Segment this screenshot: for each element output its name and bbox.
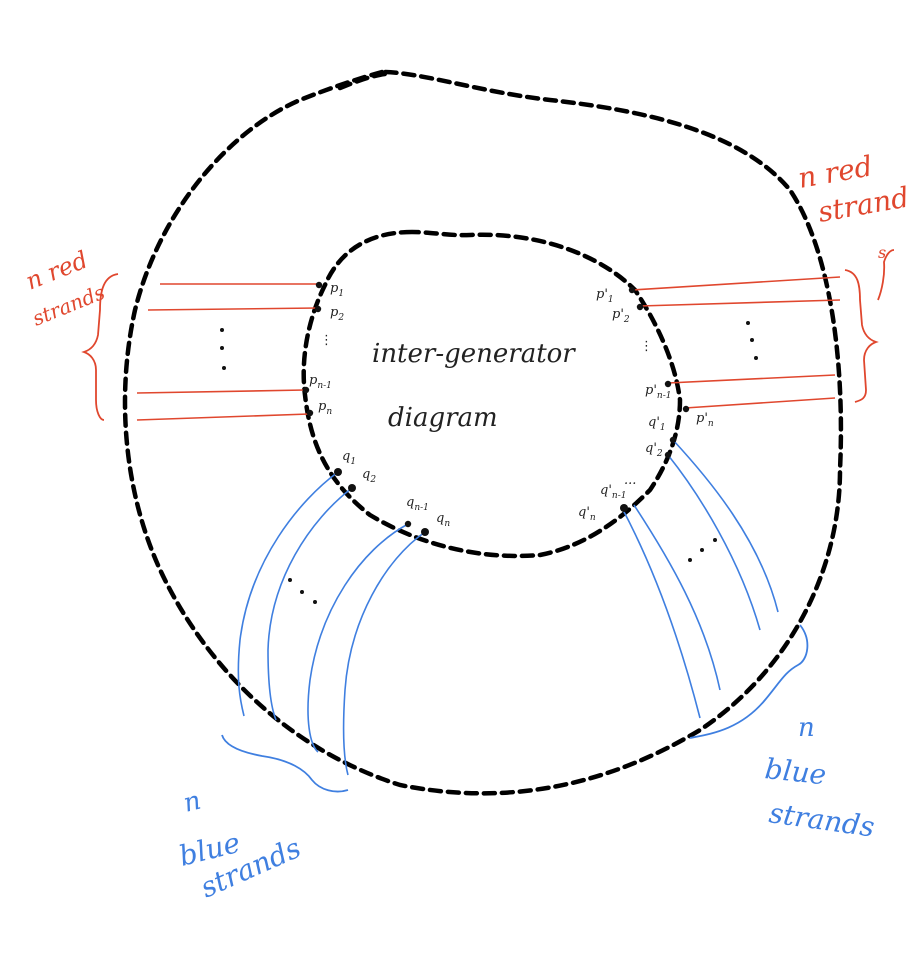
dots-left-red (220, 328, 224, 332)
point-q1-prime (669, 436, 677, 444)
dot (313, 600, 317, 604)
dots-right-blue (688, 558, 692, 562)
red-strand-right-n-1 (667, 374, 836, 384)
label-pn-prime: p'n (696, 411, 714, 429)
label-q1-prime: q'1 (648, 415, 666, 433)
dots-right-red (746, 321, 750, 325)
inner-boundary (301, 229, 683, 559)
blue-strand-left-2 (267, 487, 353, 721)
label-right-p-dots: ⋮ (640, 339, 653, 354)
dots-left-blue (288, 578, 292, 582)
point-p2-prime (636, 303, 644, 311)
point-pn (306, 409, 314, 417)
right-red-brace-mark: s (878, 243, 886, 262)
point-pn-prime (682, 405, 690, 413)
point-p1-prime (628, 286, 636, 294)
center-label-line1: inter-generator (372, 339, 576, 369)
dot (754, 356, 758, 360)
label-q2-prime: q'2 (645, 441, 663, 459)
dot (220, 346, 224, 350)
center-label-line2: diagram (388, 403, 498, 433)
label-pn-1: pn-1 (309, 373, 332, 391)
dot (700, 548, 704, 552)
label-p1-prime: p'1 (596, 287, 614, 305)
right-red-brace (844, 269, 879, 403)
point-pn-1 (302, 386, 310, 394)
label-q1: q1 (342, 449, 356, 467)
outer-boundary (122, 69, 844, 796)
point-qn (421, 528, 429, 536)
label-left-p-dots: ⋮ (320, 333, 333, 348)
red-strand-left-n-1 (136, 389, 306, 394)
point-q1 (334, 468, 342, 476)
right-blue-brace (689, 624, 809, 739)
red-strand-right-2 (639, 299, 841, 307)
left-blue-brace (221, 734, 349, 793)
red-strand-left-n (136, 413, 310, 421)
blue-strand-right-1 (672, 439, 779, 613)
label-p2: p2 (330, 305, 344, 323)
label-p2-prime: p'2 (612, 307, 630, 325)
outer-boundary-overlap (337, 71, 388, 91)
label-pn: pn (318, 399, 332, 417)
dot (713, 538, 717, 542)
dot (222, 366, 226, 370)
dot (300, 590, 304, 594)
dot (750, 338, 754, 342)
left-red-brace (81, 273, 119, 421)
point-pn-1-prime (664, 380, 672, 388)
blue-strand-left-n-1 (307, 523, 409, 753)
point-q2 (348, 484, 356, 492)
blue-strand-right-2 (667, 454, 761, 631)
right-blue-label-line3: strands (767, 796, 877, 843)
red-strand-right-1 (631, 276, 841, 291)
left-blue-label-line1: n (180, 786, 204, 819)
label-q2: q2 (362, 467, 376, 485)
label-qn-prime: q'n (578, 505, 596, 523)
point-qn-prime (620, 504, 628, 512)
label-qn-1: qn-1 (406, 495, 429, 513)
point-p2 (314, 305, 322, 313)
right-blue-label-line2: blue (763, 752, 828, 791)
blue-strand-right-n-1 (633, 504, 721, 691)
right-blue-label-line1: n (798, 713, 815, 743)
red-strand-left-2 (147, 307, 319, 311)
blue-strand-right-n (621, 507, 701, 719)
blue-strand-left-n (342, 531, 426, 776)
label-qn-1-prime: q'n-1 (600, 483, 626, 501)
blue-strand-left-1 (237, 471, 339, 717)
point-q2-prime (664, 451, 672, 459)
point-qn-1 (404, 520, 412, 528)
label-right-q-dots: ... (624, 473, 636, 488)
label-p1: p1 (330, 281, 344, 299)
label-pn-1-prime: p'n-1 (645, 383, 671, 401)
red-strand-right-n (684, 397, 836, 409)
right-red-brace-tail (877, 249, 895, 301)
label-qn: qn (436, 511, 450, 529)
point-p1 (315, 281, 323, 289)
